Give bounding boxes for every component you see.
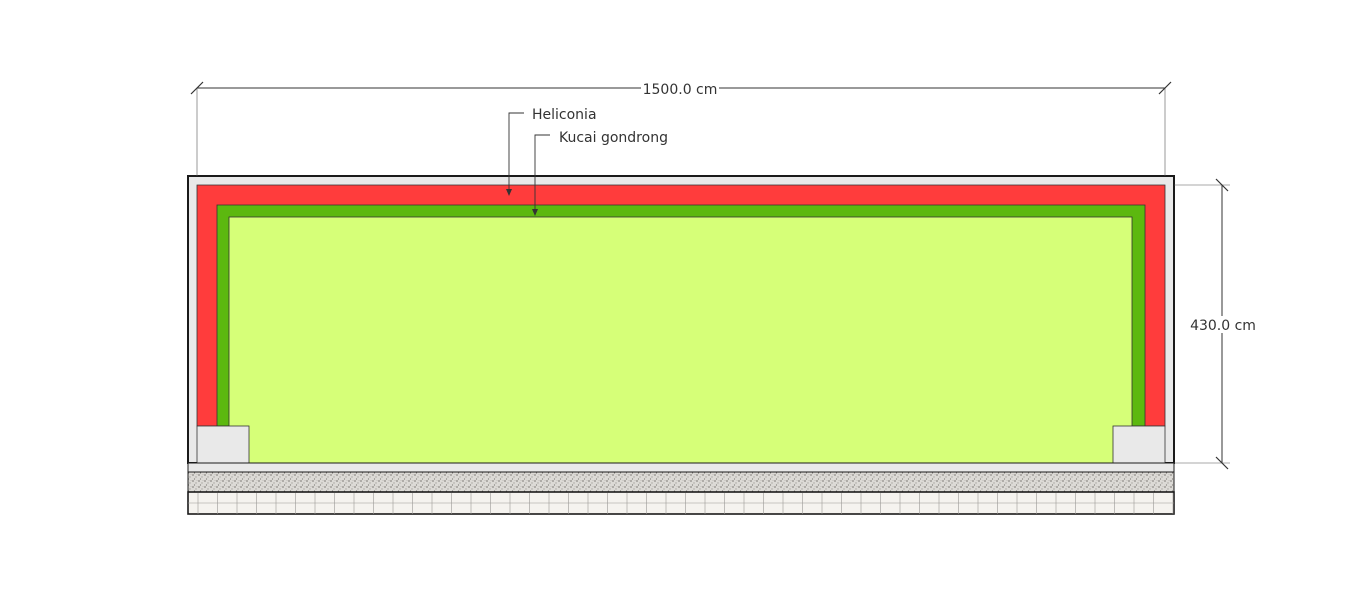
gravel-strip	[187, 471, 1175, 493]
heliconia-leader: Heliconia	[506, 107, 597, 196]
kucai-label: Kucai gondrong	[559, 130, 668, 146]
tile-strip	[187, 491, 1175, 515]
width-dimension: 1500.0 cm	[190, 80, 1172, 176]
curb-strip	[187, 462, 1175, 473]
right-corner-block	[1112, 425, 1166, 464]
kucai-leader: Kucai gondrong	[532, 130, 668, 216]
width-dimension-label: 1500.0 cm	[643, 82, 718, 98]
lawn-area	[228, 216, 1133, 464]
height-dimension-label: 430.0 cm	[1190, 318, 1256, 334]
heliconia-label: Heliconia	[532, 107, 597, 123]
left-corner-block	[196, 425, 250, 464]
height-dimension: 430.0 cm	[1174, 178, 1260, 470]
